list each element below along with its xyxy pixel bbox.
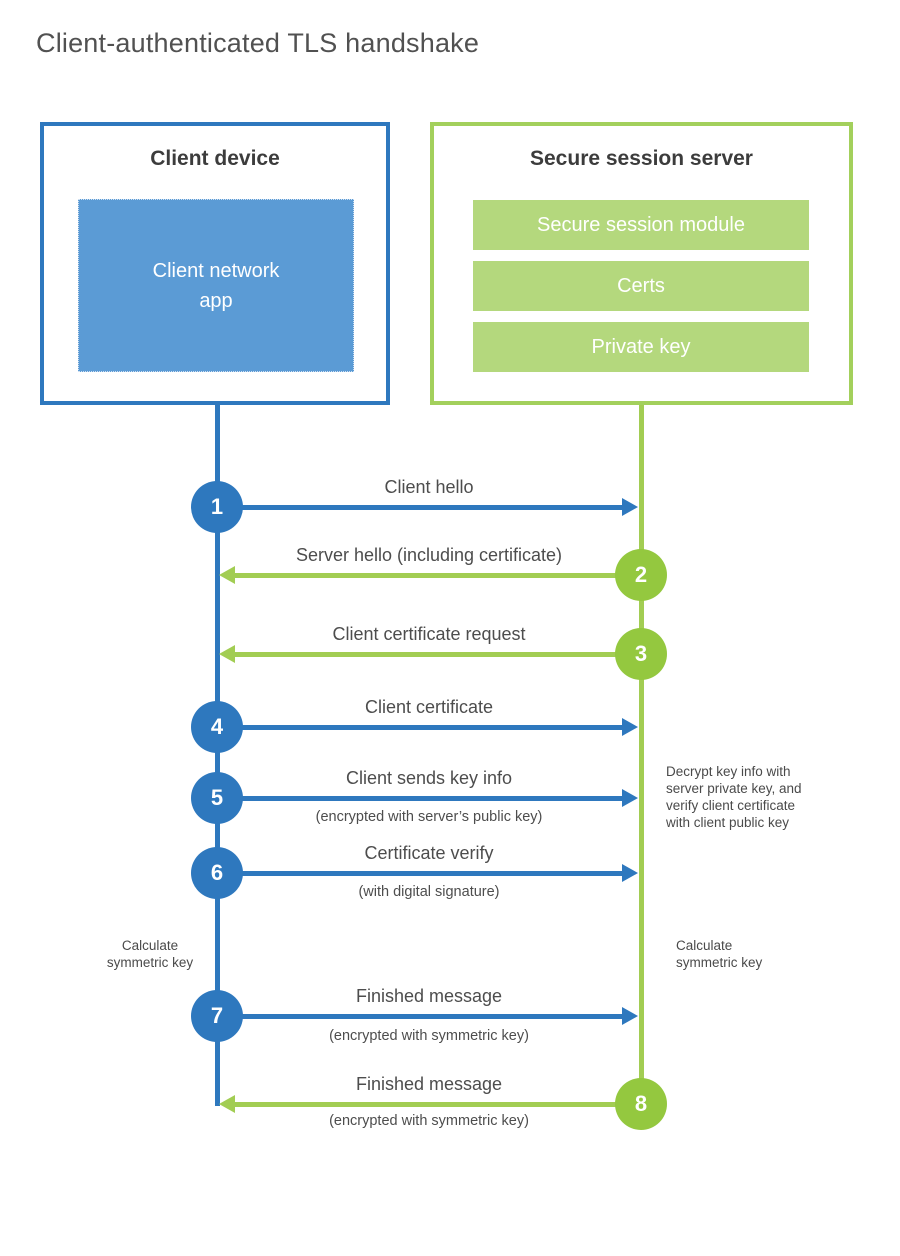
- arrow-line: [235, 652, 641, 657]
- arrowhead-right-icon: [622, 789, 638, 807]
- server-module-secure-session: Secure session module: [473, 200, 809, 250]
- step-circle-4: 4: [191, 701, 243, 753]
- arrow-line: [217, 796, 623, 801]
- arrow-line: [217, 871, 623, 876]
- step-circle-1: 1: [191, 481, 243, 533]
- message-label: Finished message: [355, 986, 503, 1006]
- server-module-certs: Certs: [473, 261, 809, 311]
- server-lifeline: [639, 405, 644, 1081]
- arrowhead-right-icon: [622, 1007, 638, 1025]
- arrow-line: [217, 505, 623, 510]
- note-calculate-symmetric-key-client: Calculate symmetric key: [106, 938, 194, 970]
- arrowhead-left-icon: [219, 566, 235, 584]
- server-module-private-key: Private key: [473, 322, 809, 372]
- client-device-title: Client device: [150, 147, 280, 170]
- arrowhead-right-icon: [622, 864, 638, 882]
- arrowhead-left-icon: [219, 1095, 235, 1113]
- step-circle-2: 2: [615, 549, 667, 601]
- step-circle-8: 8: [615, 1078, 667, 1130]
- message-label: Client sends key info: [345, 768, 513, 788]
- message-label: Finished message: [355, 1074, 503, 1094]
- note-decrypt-key-info: Decrypt key info with server private key…: [666, 764, 802, 830]
- step-circle-7: 7: [191, 990, 243, 1042]
- step-circle-6: 6: [191, 847, 243, 899]
- message-label: Client certificate: [364, 697, 494, 717]
- message-sublabel: (encrypted with symmetric key): [329, 1113, 529, 1129]
- message-label: Certificate verify: [364, 843, 494, 863]
- server-title: Secure session server: [530, 147, 753, 170]
- arrow-line: [235, 1102, 641, 1107]
- message-label: Server hello (including certificate): [295, 545, 563, 565]
- page-title: Client-authenticated TLS handshake: [36, 28, 480, 58]
- arrow-line: [217, 1014, 623, 1019]
- message-sublabel: (encrypted with server’s public key): [315, 809, 543, 825]
- arrowhead-left-icon: [219, 645, 235, 663]
- arrow-line: [217, 725, 623, 730]
- message-sublabel: (with digital signature): [358, 884, 500, 900]
- message-label: Client certificate request: [332, 624, 526, 644]
- arrowhead-right-icon: [622, 718, 638, 736]
- step-circle-5: 5: [191, 772, 243, 824]
- message-label: Client hello: [384, 477, 474, 497]
- step-circle-3: 3: [615, 628, 667, 680]
- client-lifeline: [215, 405, 220, 1106]
- arrow-line: [235, 573, 641, 578]
- client-network-app-box: Client network app: [78, 199, 354, 372]
- message-sublabel: (encrypted with symmetric key): [329, 1028, 529, 1044]
- note-calculate-symmetric-key-server: Calculate symmetric key: [676, 938, 763, 970]
- arrowhead-right-icon: [622, 498, 638, 516]
